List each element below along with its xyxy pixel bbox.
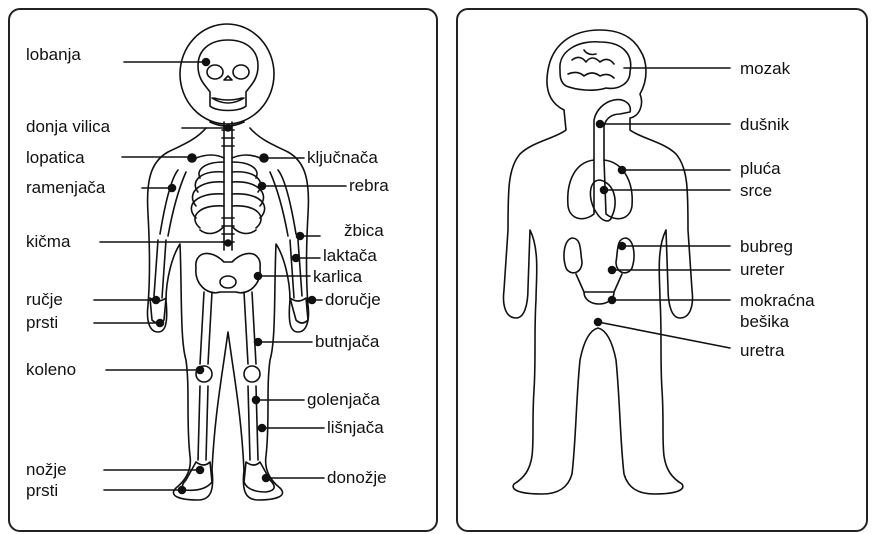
label-kljucnaca: ključnača [307, 149, 378, 166]
skeleton-leader-lines [94, 62, 346, 490]
label-bubreg: bubreg [740, 238, 793, 255]
label-lobanja: lobanja [26, 46, 81, 63]
organs-parts [560, 42, 634, 326]
label-uretra: uretra [740, 342, 784, 359]
label-kicma: kičma [26, 233, 70, 250]
label-dusnik: dušnik [740, 116, 789, 133]
label-lopatica: lopatica [26, 149, 85, 166]
label-donja-vilica: donja vilica [26, 118, 110, 135]
label-dorucje: doručje [325, 291, 381, 308]
label-golenjaca: golenjača [307, 391, 380, 408]
label-rebra: rebra [349, 177, 389, 194]
label-prsti-noga: prsti [26, 482, 58, 499]
label-zbica: žbica [344, 222, 384, 239]
organs-body-outline [504, 30, 693, 494]
label-laktaca: laktača [323, 247, 377, 264]
label-mokracna: mokraćna [740, 292, 815, 309]
label-rucje: ručje [26, 291, 63, 308]
organs-leader-lines [598, 68, 730, 348]
label-ureter: ureter [740, 261, 784, 278]
skeleton-bones [150, 40, 316, 494]
label-lisnjaca: lišnjača [327, 419, 384, 436]
label-srce: srce [740, 182, 772, 199]
label-pluca: pluća [740, 160, 781, 177]
label-besika: bešika [740, 313, 789, 330]
label-mozak: mozak [740, 60, 790, 77]
label-nozje: nožje [26, 461, 67, 478]
label-prsti-ruka: prsti [26, 314, 58, 331]
label-karlica: karlica [313, 268, 362, 285]
label-butnjaca: butnjača [315, 333, 379, 350]
label-ramenjaca: ramenjača [26, 179, 105, 196]
label-donozje: donožje [327, 469, 387, 486]
label-koleno: koleno [26, 361, 76, 378]
